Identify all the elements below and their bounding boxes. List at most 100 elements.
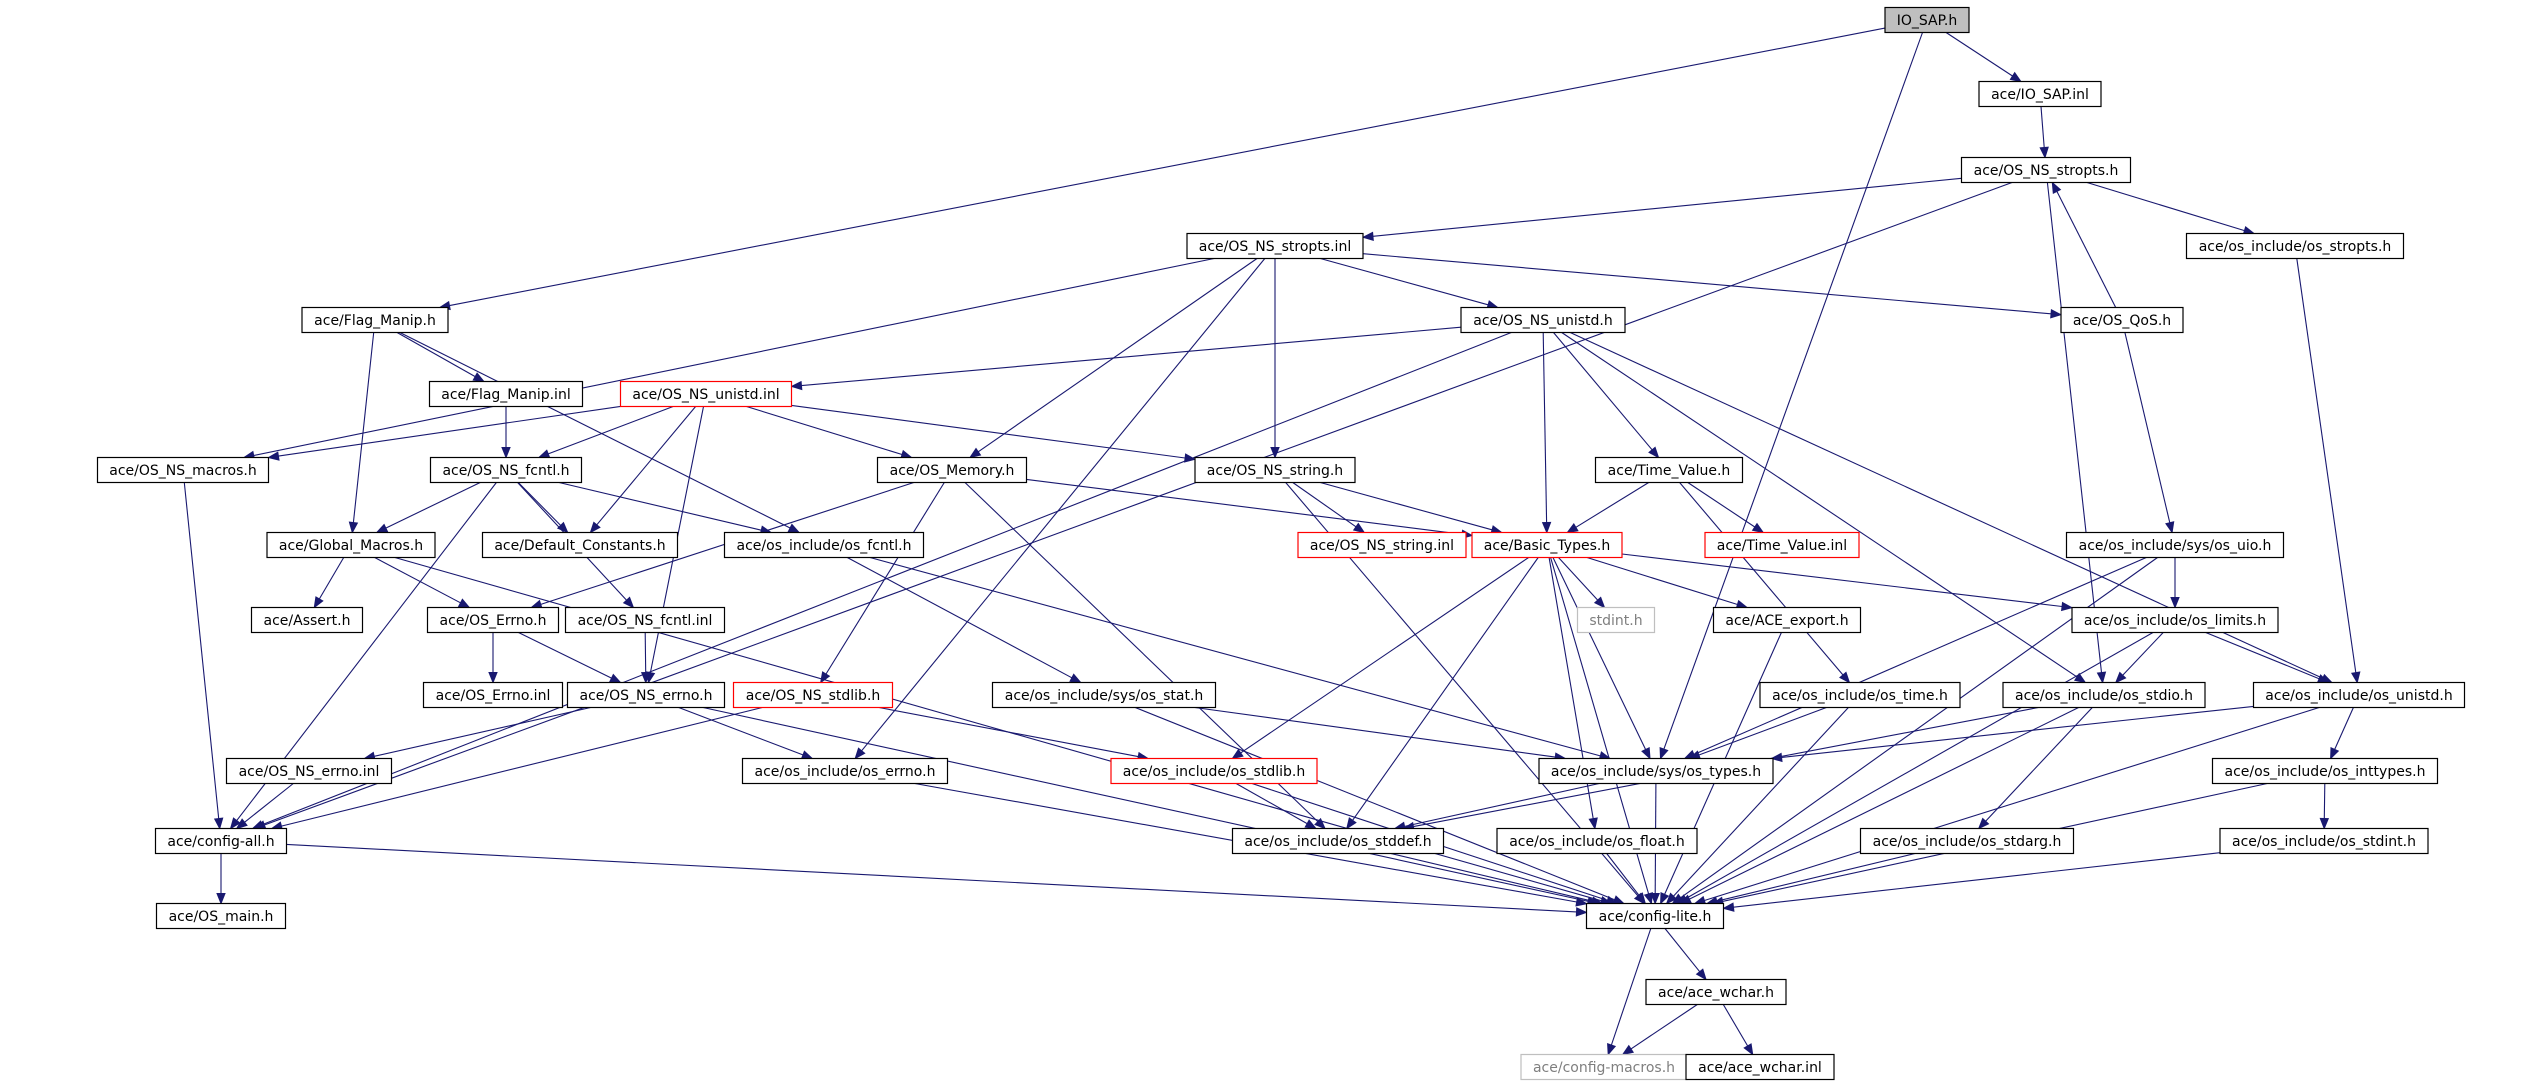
node-ace-wchar-inl[interactable]: ace/ace_wchar.inl: [1685, 1053, 1835, 1081]
node-flag-manip-h[interactable]: ace/Flag_Manip.h: [301, 306, 449, 334]
node-os-include-errno-h[interactable]: ace/os_include/os_errno.h: [741, 757, 949, 785]
node-os-limits-h[interactable]: ace/os_include/os_limits.h: [2071, 606, 2279, 634]
node-os-errno-inl[interactable]: ace/OS_Errno.inl: [422, 681, 564, 709]
node-box[interactable]: [619, 380, 793, 408]
node-os-qos-h[interactable]: ace/OS_QoS.h: [2060, 306, 2184, 334]
node-box[interactable]: [741, 757, 949, 785]
node-os-ns-errno-inl[interactable]: ace/OS_NS_errno.inl: [225, 757, 393, 785]
node-box[interactable]: [1884, 6, 1970, 34]
node-box[interactable]: [1712, 606, 1862, 634]
node-io-sap-inl[interactable]: ace/IO_SAP.inl: [1978, 80, 2102, 108]
node-os-ns-fcntl-h[interactable]: ace/OS_NS_fcntl.h: [429, 456, 583, 484]
node-box[interactable]: [1194, 456, 1356, 484]
node-box[interactable]: [1496, 827, 1698, 855]
node-box[interactable]: [1576, 606, 1656, 634]
node-os-stropts-h[interactable]: ace/os_include/os_stropts.h: [2185, 232, 2405, 260]
node-box[interactable]: [2185, 232, 2405, 260]
node-box[interactable]: [1859, 827, 2075, 855]
node-box[interactable]: [250, 606, 364, 634]
node-os-ns-fcntl-inl[interactable]: ace/OS_NS_fcntl.inl: [564, 606, 726, 634]
node-box[interactable]: [1297, 531, 1467, 559]
node-os-time-h[interactable]: ace/os_include/os_time.h: [1759, 681, 1961, 709]
node-box[interactable]: [1978, 80, 2102, 108]
node-box[interactable]: [2002, 681, 2206, 709]
node-os-types-h[interactable]: ace/os_include/sys/os_types.h: [1538, 757, 1774, 785]
node-os-inttypes-h[interactable]: ace/os_include/os_inttypes.h: [2211, 757, 2439, 785]
node-os-ns-stropts-inl[interactable]: ace/OS_NS_stropts.inl: [1186, 232, 1364, 260]
node-os-stdint-h[interactable]: ace/os_include/os_stdint.h: [2219, 827, 2429, 855]
node-box[interactable]: [564, 606, 726, 634]
node-os-errno-h-ace[interactable]: ace/OS_Errno.h: [426, 606, 560, 634]
node-time-value-inl[interactable]: ace/Time_Value.inl: [1704, 531, 1860, 559]
node-os-ns-string-inl[interactable]: ace/OS_NS_string.inl: [1297, 531, 1467, 559]
node-os-memory-h[interactable]: ace/OS_Memory.h: [876, 456, 1028, 484]
node-ace-wchar-h[interactable]: ace/ace_wchar.h: [1645, 978, 1787, 1006]
node-os-uio-h[interactable]: ace/os_include/sys/os_uio.h: [2065, 531, 2285, 559]
node-box[interactable]: [1960, 156, 2132, 184]
node-box[interactable]: [96, 456, 270, 484]
node-box[interactable]: [2219, 827, 2429, 855]
node-os-ns-macros-h[interactable]: ace/OS_NS_macros.h: [96, 456, 270, 484]
node-os-stddef-h[interactable]: ace/os_include/os_stddef.h: [1231, 827, 1445, 855]
node-basic-types-h[interactable]: ace/Basic_Types.h: [1471, 531, 1623, 559]
node-box[interactable]: [481, 531, 679, 559]
node-box[interactable]: [1759, 681, 1961, 709]
node-flag-manip-inl[interactable]: ace/Flag_Manip.inl: [428, 380, 584, 408]
node-ace-export-h[interactable]: ace/ACE_export.h: [1712, 606, 1862, 634]
node-box[interactable]: [1471, 531, 1623, 559]
node-box[interactable]: [1538, 757, 1774, 785]
node-time-value-h[interactable]: ace/Time_Value.h: [1594, 456, 1744, 484]
node-os-stat-h[interactable]: ace/os_include/sys/os_stat.h: [991, 681, 1217, 709]
node-box[interactable]: [1704, 531, 1860, 559]
node-box[interactable]: [225, 757, 393, 785]
node-os-stdarg-h[interactable]: ace/os_include/os_stdarg.h: [1859, 827, 2075, 855]
node-stdint-h[interactable]: stdint.h: [1576, 606, 1656, 634]
node-box[interactable]: [2211, 757, 2439, 785]
node-box[interactable]: [426, 606, 560, 634]
node-os-ns-stdlib-h[interactable]: ace/OS_NS_stdlib.h: [732, 681, 894, 709]
node-os-ns-unistd-inl[interactable]: ace/OS_NS_unistd.inl: [619, 380, 793, 408]
node-box[interactable]: [991, 681, 1217, 709]
node-os-float-h[interactable]: ace/os_include/os_float.h: [1496, 827, 1698, 855]
node-config-lite-h[interactable]: ace/config-lite.h: [1585, 902, 1725, 930]
node-config-all-h[interactable]: ace/config-all.h: [154, 827, 288, 855]
node-box[interactable]: [2071, 606, 2279, 634]
node-box[interactable]: [723, 531, 925, 559]
node-box[interactable]: [428, 380, 584, 408]
node-box[interactable]: [422, 681, 564, 709]
node-os-ns-string-h[interactable]: ace/OS_NS_string.h: [1194, 456, 1356, 484]
node-box[interactable]: [1520, 1053, 1688, 1081]
node-box[interactable]: [876, 456, 1028, 484]
node-box[interactable]: [155, 902, 287, 930]
node-box[interactable]: [1685, 1053, 1835, 1081]
node-config-macros-h[interactable]: ace/config-macros.h: [1520, 1053, 1688, 1081]
node-os-fcntl-h[interactable]: ace/os_include/os_fcntl.h: [723, 531, 925, 559]
node-box[interactable]: [2060, 306, 2184, 334]
node-os-ns-errno-h[interactable]: ace/OS_NS_errno.h: [566, 681, 726, 709]
node-box[interactable]: [2065, 531, 2285, 559]
node-io-sap-h[interactable]: IO_SAP.h: [1884, 6, 1970, 34]
node-box[interactable]: [566, 681, 726, 709]
node-box[interactable]: [1460, 306, 1626, 334]
node-os-ns-stropts-h[interactable]: ace/OS_NS_stropts.h: [1960, 156, 2132, 184]
node-box[interactable]: [154, 827, 288, 855]
node-os-stdio-h[interactable]: ace/os_include/os_stdio.h: [2002, 681, 2206, 709]
node-box[interactable]: [301, 306, 449, 334]
node-global-macros-h[interactable]: ace/Global_Macros.h: [266, 531, 436, 559]
node-os-stdlib-h[interactable]: ace/os_include/os_stdlib.h: [1110, 757, 1318, 785]
node-assert-h[interactable]: ace/Assert.h: [250, 606, 364, 634]
node-default-constants-h[interactable]: ace/Default_Constants.h: [481, 531, 679, 559]
node-box[interactable]: [429, 456, 583, 484]
node-box[interactable]: [266, 531, 436, 559]
node-os-unistd-h[interactable]: ace/os_include/os_unistd.h: [2252, 681, 2466, 709]
node-os-ns-unistd-h[interactable]: ace/OS_NS_unistd.h: [1460, 306, 1626, 334]
node-box[interactable]: [2252, 681, 2466, 709]
node-box[interactable]: [1186, 232, 1364, 260]
node-box[interactable]: [732, 681, 894, 709]
node-box[interactable]: [1585, 902, 1725, 930]
node-box[interactable]: [1594, 456, 1744, 484]
node-box[interactable]: [1645, 978, 1787, 1006]
node-box[interactable]: [1231, 827, 1445, 855]
node-os-main-h[interactable]: ace/OS_main.h: [155, 902, 287, 930]
node-box[interactable]: [1110, 757, 1318, 785]
